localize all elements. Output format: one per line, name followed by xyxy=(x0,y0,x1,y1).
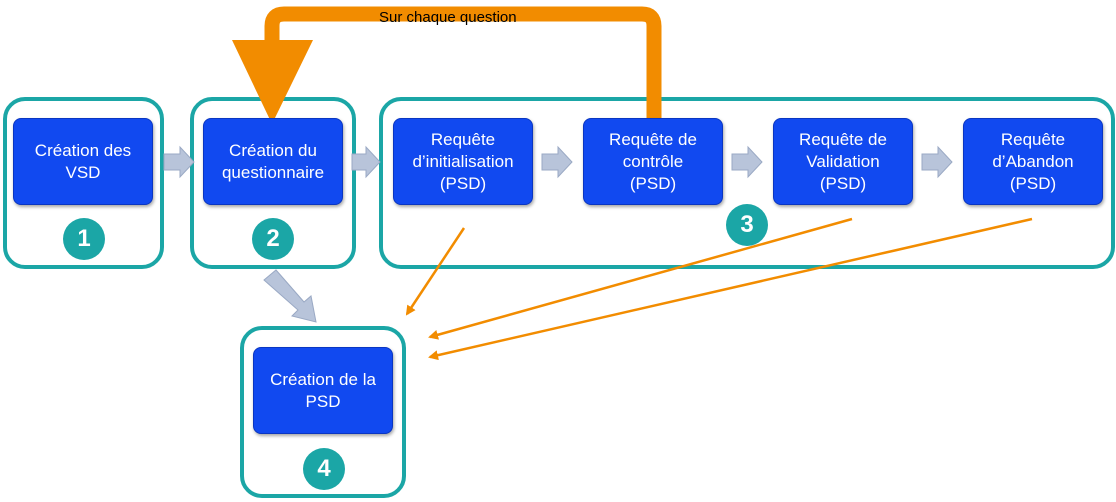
orange-arrow-validation xyxy=(428,217,853,340)
badge-step-4: 4 xyxy=(303,448,345,490)
badge-step-1: 1 xyxy=(63,218,105,260)
badge-step-2: 2 xyxy=(252,218,294,260)
gray-arrow-init-to-controle xyxy=(541,145,573,179)
gray-arrow-controle-to-validation xyxy=(731,145,763,179)
node-requete-validation: Requête de Validation (PSD) xyxy=(773,118,913,205)
node-creation-questionnaire: Création du questionnaire xyxy=(203,118,343,205)
node-creation-vsd: Création des VSD xyxy=(13,118,153,205)
node-requete-validation-label: Requête de Validation (PSD) xyxy=(799,129,887,193)
badge-step-3: 3 xyxy=(726,204,768,246)
orange-arrow-abandon xyxy=(428,217,1033,361)
node-creation-questionnaire-label: Création du questionnaire xyxy=(221,140,325,182)
loop-label: Sur chaque question xyxy=(379,9,517,26)
loop-arrowhead xyxy=(232,40,313,124)
node-requete-controle: Requête de contrôle (PSD) xyxy=(583,118,723,205)
loop-arrow-path xyxy=(264,6,662,124)
gray-arrow-2-to-4 xyxy=(263,269,317,323)
gray-arrow-2-to-3 xyxy=(351,145,381,179)
node-creation-psd: Création de la PSD xyxy=(253,347,393,434)
node-creation-vsd-label: Création des VSD xyxy=(34,140,132,182)
node-requete-abandon-label: Requête d’Abandon (PSD) xyxy=(992,129,1074,193)
node-requete-initialisation: Requête d’initialisation (PSD) xyxy=(393,118,533,205)
node-requete-controle-label: Requête de contrôle (PSD) xyxy=(609,129,697,193)
node-requete-initialisation-label: Requête d’initialisation (PSD) xyxy=(412,129,514,193)
node-creation-psd-label: Création de la PSD xyxy=(270,369,376,411)
node-requete-abandon: Requête d’Abandon (PSD) xyxy=(963,118,1103,205)
gray-arrow-validation-to-abandon xyxy=(921,145,953,179)
orange-arrow-initialisation xyxy=(405,227,466,316)
gray-arrow-1-to-2 xyxy=(163,145,195,179)
